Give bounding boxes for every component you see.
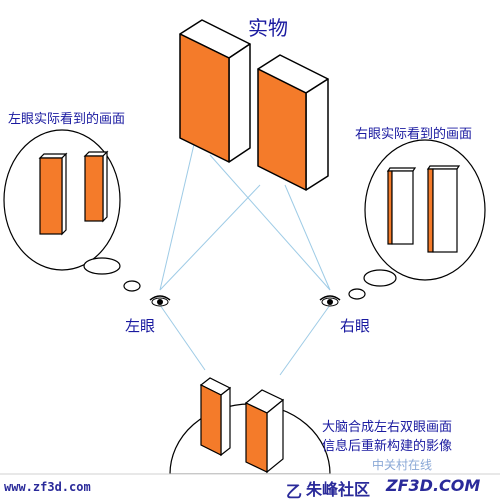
sight-lines: [159, 139, 331, 376]
right-thought-bubble: [348, 139, 486, 300]
footer-band: [0, 473, 500, 500]
left-eye-icon: [149, 295, 171, 307]
real-object-left: [179, 19, 251, 163]
real-object-right: [257, 54, 329, 191]
right-eye-view-pillars: [386, 165, 461, 253]
left-thought-bubble: [3, 129, 141, 292]
footer-domain: ZF3D.COM: [386, 476, 481, 495]
right-eye-icon: [319, 295, 341, 307]
right-eye-caption: 右眼实际看到的画面: [355, 127, 473, 142]
left-eye-view-pillars: [38, 150, 109, 236]
left-eye-caption: 左眼实际看到的画面: [8, 112, 126, 127]
brain-caption-line2: 信息后重新构建的影像: [322, 439, 453, 454]
brain-caption: 大脑合成左右双眼画面 信息后重新构建的影像: [322, 418, 452, 456]
footer-url: www.zf3d.com: [4, 480, 91, 494]
brand-mark-icon: 乙: [286, 482, 303, 501]
footer-brand: 朱峰社区: [306, 480, 371, 499]
brain-caption-line1: 大脑合成左右双眼画面: [322, 420, 453, 435]
real-object-title: 实物: [248, 16, 288, 40]
right-eye-label: 右眼: [340, 317, 371, 335]
left-eye-label: 左眼: [125, 317, 156, 335]
watermark-text: 中关村在线: [372, 458, 433, 472]
brain-view-pillars: [199, 377, 285, 474]
